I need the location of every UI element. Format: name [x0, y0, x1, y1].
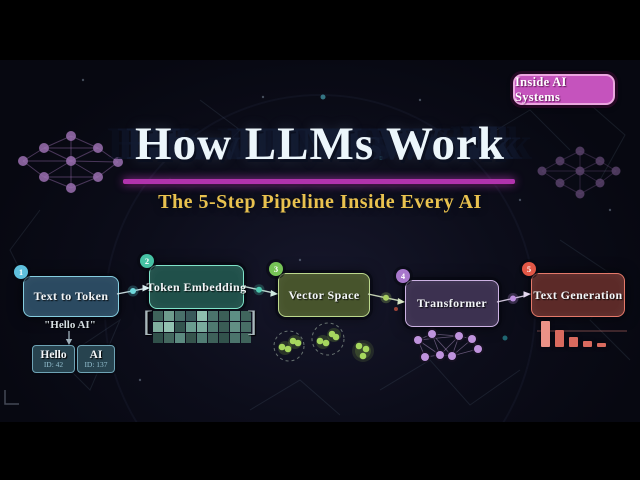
step-label: Vector Space — [288, 287, 360, 302]
probability-bar — [569, 337, 578, 347]
step-number-badge: 4 — [396, 269, 410, 283]
embedding-cell — [186, 322, 196, 332]
embedding-cell — [197, 311, 207, 321]
probability-bar — [541, 321, 550, 347]
step-label: Text Generation — [533, 287, 623, 302]
connector-arrow-4-5 — [496, 291, 531, 304]
page-subtitle: The 5-Step Pipeline Inside Every AI — [158, 191, 482, 213]
step-label: Text to Token — [33, 289, 109, 303]
embedding-cell — [219, 333, 229, 343]
embedding-cell — [197, 322, 207, 332]
connector-arrow-3-4 — [367, 292, 405, 305]
token-id: ID: 137 — [84, 360, 108, 370]
embedding-cell — [219, 322, 229, 332]
probability-bar — [597, 343, 606, 347]
channel-badge-label: Inside AI Systems — [515, 74, 567, 104]
tokenizer-down-arrow — [65, 331, 73, 345]
connector-arrow-1-2 — [116, 284, 150, 297]
step-number-badge: 1 — [14, 265, 28, 279]
step-number-badge: 2 — [140, 254, 154, 268]
embedding-cell — [164, 333, 174, 343]
title-underline — [123, 179, 515, 184]
token-text: AI — [89, 348, 103, 361]
step-box-vector-space: 3 Vector Space — [269, 262, 370, 317]
embedding-cell — [208, 333, 218, 343]
embedding-bracket-close: ] — [247, 305, 257, 338]
channel-badge: Inside AI Systems — [513, 74, 615, 105]
embedding-cell — [197, 333, 207, 343]
step-box-text-to-token: 1 Text to Token — [14, 265, 119, 317]
embedding-cell — [153, 322, 163, 332]
corner-bracket — [4, 390, 19, 405]
connector-arrow-2-3 — [241, 284, 278, 297]
vector-space-clusters — [273, 322, 374, 362]
embedding-cell — [208, 311, 218, 321]
probability-bar — [555, 330, 564, 347]
token-chip-ai: AI ID: 137 — [77, 345, 115, 373]
embedding-cell — [186, 311, 196, 321]
embedding-cell — [153, 311, 163, 321]
token-text: Hello — [40, 348, 67, 361]
tokenizer-input-text: "Hello AI" — [44, 319, 96, 331]
embedding-cell — [208, 322, 218, 332]
embedding-cell — [241, 333, 251, 343]
probability-bar — [583, 341, 592, 347]
step-label: Token Embedding — [146, 279, 247, 294]
embedding-cell — [241, 322, 251, 332]
embedding-cell — [230, 333, 240, 343]
attention-graph — [412, 328, 484, 363]
embedding-cell — [186, 333, 196, 343]
embedding-cell — [175, 333, 185, 343]
embedding-cell — [164, 311, 174, 321]
step-number-badge: 3 — [269, 262, 283, 276]
embedding-cell — [219, 311, 229, 321]
embedding-cell — [175, 322, 185, 332]
step-box-transformer: 4 Transformer — [396, 269, 499, 327]
step-label: Transformer — [416, 296, 488, 310]
step-box-token-embedding: 2 Token Embedding — [140, 254, 247, 309]
step-box-text-generation: 5 Text Generation — [522, 262, 625, 317]
infographic-canvas: Inside AI Systems How LLMs Work The 5-St… — [0, 60, 640, 422]
token-chip-hello: Hello ID: 42 — [32, 345, 75, 373]
embedding-cell — [230, 322, 240, 332]
embedding-cell — [164, 322, 174, 332]
embedding-cell — [241, 311, 251, 321]
page-title: How LLMs Work — [135, 118, 505, 170]
token-id: ID: 42 — [43, 360, 64, 370]
embedding-cell — [175, 311, 185, 321]
embedding-matrix — [153, 311, 251, 343]
probability-bar-chart — [541, 315, 627, 347]
embedding-cell — [153, 333, 163, 343]
embedding-bracket-open: [ — [143, 305, 153, 338]
step-number-badge: 5 — [522, 262, 536, 276]
embedding-cell — [230, 311, 240, 321]
